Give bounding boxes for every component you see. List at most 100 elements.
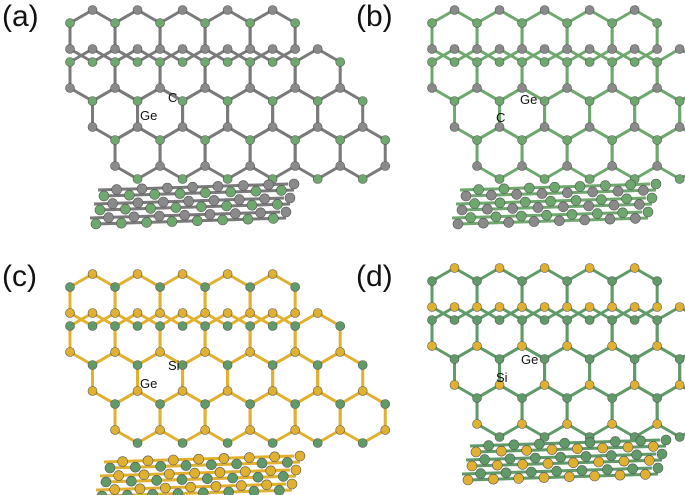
atom: [267, 386, 278, 396]
side-atom: [612, 185, 624, 197]
atom-label-c-1: Si: [168, 358, 180, 373]
side-atom: [154, 210, 165, 222]
side-atom: [465, 212, 476, 223]
side-atom: [179, 209, 190, 221]
side-atom: [122, 489, 133, 495]
atom: [427, 315, 437, 325]
atom: [607, 302, 617, 312]
side-bond: [471, 458, 663, 468]
side-atom: [90, 218, 102, 230]
atom: [200, 399, 210, 409]
side-atom: [107, 198, 118, 209]
atom: [110, 18, 120, 28]
atom: [245, 135, 255, 145]
atom: [132, 174, 143, 184]
atom: [472, 135, 482, 145]
atom-label-c-2: Ge: [140, 376, 157, 391]
atom: [200, 321, 210, 331]
side-atom: [109, 484, 120, 495]
atom: [335, 321, 345, 331]
atom: [357, 360, 368, 370]
atom: [629, 5, 640, 15]
atom: [290, 57, 300, 67]
side-atom: [225, 186, 236, 198]
side-atom: [116, 217, 127, 229]
atom: [335, 347, 345, 357]
atom: [562, 18, 572, 28]
atom: [155, 18, 165, 28]
atom: [517, 135, 527, 145]
atom: [200, 135, 210, 145]
side-atom: [614, 469, 626, 481]
side-atom: [230, 208, 241, 219]
atom: [132, 57, 143, 67]
atom: [200, 308, 210, 318]
atom: [312, 44, 323, 54]
side-atom: [606, 450, 617, 461]
atom: [267, 269, 278, 279]
side-atom: [568, 457, 579, 469]
atom: [472, 57, 482, 67]
atom: [449, 57, 460, 67]
atom-label-d-1: Ge: [521, 352, 538, 367]
side-atom: [214, 467, 226, 478]
atom: [584, 96, 595, 106]
atom: [155, 308, 165, 318]
atom: [177, 438, 188, 448]
side-atom: [602, 464, 613, 475]
atom: [110, 161, 120, 171]
atom: [607, 57, 617, 67]
side-atom: [473, 184, 484, 195]
side-atom: [479, 454, 490, 465]
side-atom: [503, 217, 514, 228]
atom: [494, 57, 505, 67]
side-atom: [151, 475, 162, 486]
atom: [472, 276, 482, 286]
side-atom: [644, 455, 655, 466]
side-atom: [263, 179, 274, 191]
atom: [222, 5, 233, 15]
panel-d-structure: [427, 263, 685, 486]
side-atom: [593, 456, 604, 468]
atom: [245, 282, 255, 292]
atom: [290, 161, 300, 171]
side-atom: [524, 182, 535, 194]
atom: [200, 44, 210, 54]
atom: [449, 5, 460, 15]
side-atom: [592, 208, 603, 219]
atom: [472, 161, 482, 171]
atom: [674, 432, 685, 442]
atom: [200, 282, 210, 292]
atom: [110, 282, 120, 292]
atom: [110, 321, 120, 331]
atom: [200, 57, 210, 67]
atom: [584, 5, 595, 15]
atom: [539, 5, 550, 15]
panel-label-d: (d): [356, 260, 393, 293]
atom: [312, 386, 323, 396]
atom: [584, 174, 595, 184]
atom: [380, 161, 391, 171]
atom: [562, 44, 572, 54]
side-atom: [500, 467, 512, 479]
atom: [290, 347, 300, 357]
side-atom: [242, 213, 254, 225]
side-atom: [227, 472, 238, 484]
atom: [607, 18, 617, 28]
side-atom: [513, 473, 524, 484]
side-atom: [469, 198, 480, 209]
atom: [87, 321, 98, 331]
side-atom: [640, 469, 651, 480]
side-atom: [517, 459, 528, 470]
side-atom: [508, 439, 520, 451]
atom: [87, 360, 98, 370]
atom: [562, 57, 572, 67]
atom: [584, 315, 595, 325]
side-atom: [617, 207, 628, 219]
side-atom: [94, 204, 106, 216]
side-atom: [196, 201, 207, 213]
atom: [472, 44, 482, 54]
atom: [539, 122, 550, 132]
side-atom: [124, 189, 135, 201]
side-atom: [134, 483, 146, 495]
